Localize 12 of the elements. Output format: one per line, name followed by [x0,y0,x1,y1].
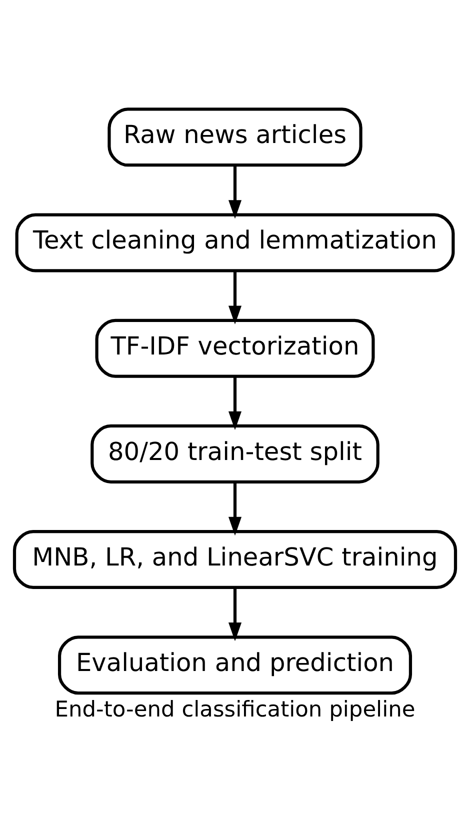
arrow [228,482,242,536]
node-box: TF-IDF vectorization [95,318,375,378]
node-box: Evaluation and prediction [58,636,412,695]
caption: End-to-end classification pipeline [54,698,416,723]
node-box: 80/20 train-test split [90,424,380,484]
node-box: Text cleaning and lemmatization [15,213,455,272]
node-box: Raw news articles [108,108,362,167]
node-box: MNB, LR, and LinearSVC training [12,530,458,590]
arrow [228,271,242,324]
arrow [228,376,242,430]
arrow [228,166,242,219]
arrow [228,588,242,642]
